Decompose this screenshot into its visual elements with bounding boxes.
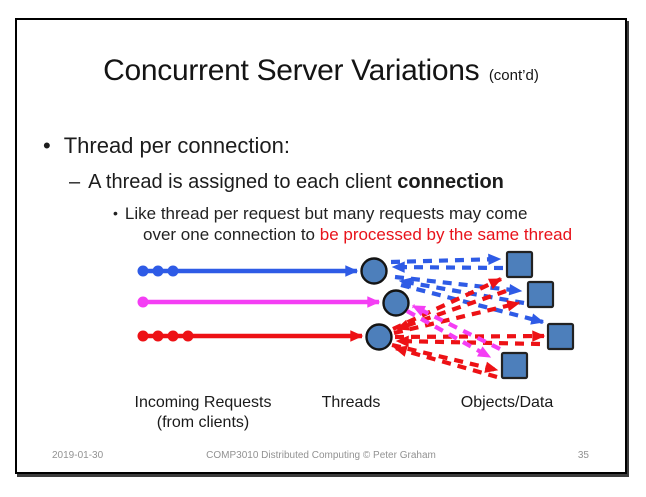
dashed-edge-red xyxy=(394,330,546,342)
bullet-thread-per-connection-text: Thread per connection: xyxy=(63,133,290,158)
slide-text-layer: Concurrent Server Variations (cont’d) • T… xyxy=(17,20,625,472)
sub-bullet-like-thread: • Like thread per request but many reques… xyxy=(113,204,527,224)
footer-page-number: 35 xyxy=(577,450,589,461)
object-node-2 xyxy=(526,280,555,309)
dashed-edge-red xyxy=(395,289,507,331)
request-dot-blue xyxy=(152,265,164,277)
footer-date: 2019-01-30 xyxy=(52,450,104,461)
dashed-edge-red xyxy=(392,277,503,331)
slide-frame: Concurrent Server Variations (cont’d) • T… xyxy=(15,18,627,474)
request-dot-red xyxy=(152,330,164,342)
request-dot-blue xyxy=(137,265,149,277)
thread-node-magenta xyxy=(382,289,410,317)
dash-bullet-icon: – xyxy=(69,171,81,193)
sub-bullet-continuation-black: over one connection to xyxy=(143,225,320,244)
dashed-edge-red xyxy=(393,300,521,336)
dashed-edge-red xyxy=(391,342,499,373)
bullet-thread-per-connection: • Thread per connection: xyxy=(43,133,290,159)
thread-node-red xyxy=(365,323,393,351)
bullet-icon: • xyxy=(43,133,51,158)
footer-course-credit: COMP3010 Distributed Computing © Peter G… xyxy=(206,450,436,461)
dashed-edge-blue xyxy=(398,277,525,306)
request-dot-magenta xyxy=(137,296,149,308)
dashed-edge-red xyxy=(393,345,498,380)
sub-bullet-continuation: over one connection to be processed by t… xyxy=(143,225,572,245)
sub-bullet-continuation-red: be processed by the same thread xyxy=(319,225,573,244)
sub-bullet-icon: • xyxy=(113,205,118,221)
label-incoming-line1: Incoming Requests xyxy=(134,394,272,411)
label-threads: Threads xyxy=(321,394,381,411)
title-suffix-text: (cont’d) xyxy=(488,67,539,84)
object-node-3 xyxy=(546,322,575,351)
sub-bullet-like-thread-text: Like thread per request but many request… xyxy=(124,204,528,223)
page-title: Concurrent Server Variations (cont’d) xyxy=(17,54,625,88)
dashed-edge-magenta xyxy=(411,304,501,351)
title-text: Concurrent Server Variations xyxy=(103,54,480,87)
thread-node-blue xyxy=(360,257,388,285)
dashed-edge-red xyxy=(395,335,541,347)
label-incoming-line2: (from clients) xyxy=(156,414,250,431)
request-dot-blue xyxy=(167,265,179,277)
object-node-4 xyxy=(500,351,529,380)
thread-per-connection-diagram xyxy=(137,250,575,380)
dashed-edge-blue xyxy=(391,261,504,273)
object-node-1 xyxy=(505,250,534,279)
dashed-edge-blue xyxy=(400,282,545,325)
label-objects-data: Objects/Data xyxy=(460,394,554,411)
label-incoming-requests: Incoming Requests (from clients) xyxy=(135,393,272,433)
request-dot-red xyxy=(137,330,149,342)
dashed-edge-blue xyxy=(390,253,502,266)
bullet-connection-bold: connection xyxy=(397,171,504,193)
request-dot-red xyxy=(167,330,179,342)
dashed-edge-blue xyxy=(394,274,523,296)
bullet-thread-assigned-text: A thread is assigned to each client xyxy=(88,171,398,193)
bullet-thread-assigned: –A thread is assigned to each client con… xyxy=(69,171,504,194)
request-dot-red xyxy=(182,330,194,342)
